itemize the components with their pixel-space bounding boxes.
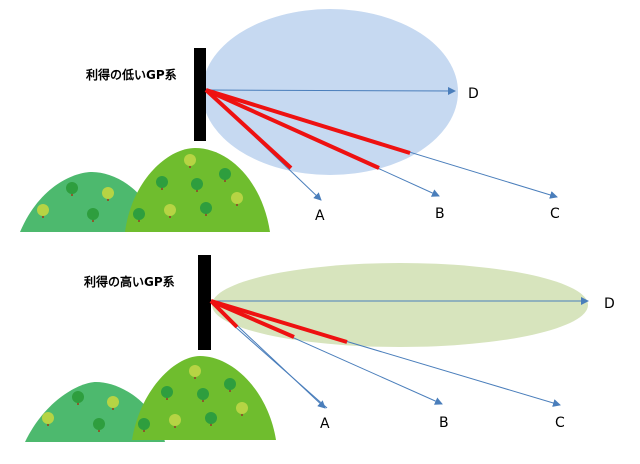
- tree: [219, 168, 231, 182]
- tree: [184, 154, 196, 168]
- label-d: D: [468, 86, 479, 102]
- radiation-lobe-high-gain: [212, 263, 588, 347]
- tree: [133, 208, 145, 222]
- tree: [231, 192, 243, 206]
- antenna-mast: [198, 255, 211, 350]
- tree: [191, 178, 203, 192]
- beam-c: [205, 88, 411, 155]
- tree: [42, 412, 54, 426]
- tree: [224, 378, 236, 392]
- label-c: C: [555, 415, 565, 431]
- tree: [236, 402, 248, 416]
- tree: [164, 204, 176, 218]
- beam-a: [209, 299, 239, 329]
- beam-a: [204, 88, 293, 170]
- tree: [138, 418, 150, 432]
- beam-c: [210, 299, 348, 344]
- panel-title: 利得の低いGP系: [86, 67, 177, 82]
- arrow-to-d: [205, 86, 456, 95]
- hills-top: [20, 148, 270, 232]
- tree: [205, 412, 217, 426]
- hill-left: [25, 382, 165, 442]
- tree: [197, 388, 209, 402]
- tree: [156, 176, 168, 190]
- beam-b: [205, 88, 380, 170]
- trees-top: [37, 154, 243, 222]
- label-a: A: [315, 208, 325, 224]
- tree: [107, 396, 119, 410]
- tree: [102, 187, 114, 201]
- antenna-mast: [194, 48, 206, 141]
- panel-low-gain: 利得の低いGP系 D A B C: [20, 9, 560, 232]
- label-b: B: [435, 206, 445, 222]
- tree: [87, 208, 99, 222]
- radiation-lobe-low-gain: [202, 9, 458, 175]
- panel-high-gain: 利得の高いGP系 D A B C: [25, 255, 615, 442]
- tree: [189, 365, 201, 379]
- trees-bottom: [42, 365, 248, 432]
- tree: [72, 391, 84, 405]
- tree: [93, 418, 105, 432]
- panel-title: 利得の高いGP系: [84, 274, 175, 289]
- tree: [66, 182, 78, 196]
- label-c: C: [550, 206, 560, 222]
- tree: [200, 202, 212, 216]
- arrow-to-a-2: [231, 323, 328, 409]
- hills-bottom: [25, 356, 276, 442]
- tree: [161, 386, 173, 400]
- label-d: D: [604, 296, 615, 312]
- label-a: A: [320, 416, 330, 432]
- label-b: B: [439, 415, 449, 431]
- hill-left: [20, 172, 160, 232]
- tree: [169, 414, 181, 428]
- tree: [37, 204, 49, 218]
